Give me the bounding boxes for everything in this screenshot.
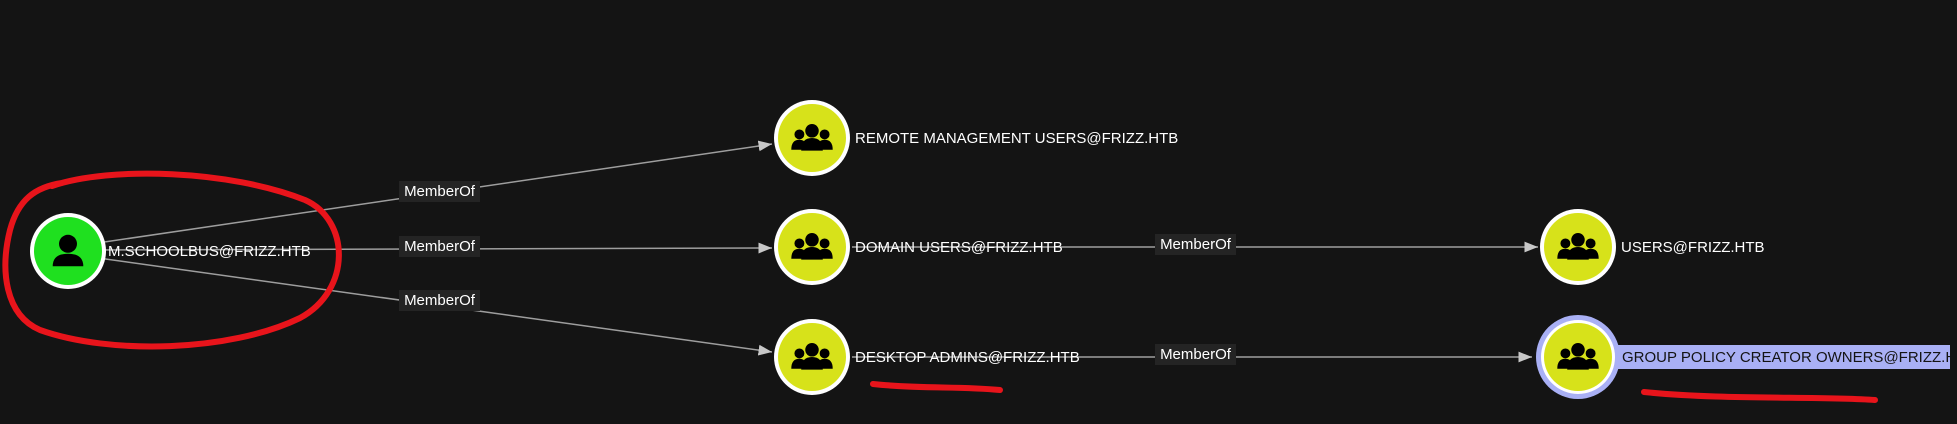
edge-label-domain-users-to-users[interactable]: MemberOf [1155, 234, 1236, 255]
node-label: M.SCHOOLBUS@FRIZZ.HTB [108, 243, 311, 260]
node-group-desktop-admins[interactable]: DESKTOP ADMINS@FRIZZ.HTB [774, 319, 1080, 395]
annotation-circle [2, 170, 342, 350]
edge-label-user-to-desktop-admins[interactable]: MemberOf [399, 290, 480, 311]
edge-label-text: MemberOf [404, 292, 476, 309]
node-group-domain-users[interactable]: DOMAIN USERS@FRIZZ.HTB [774, 209, 1063, 285]
node-label: GROUP POLICY CREATOR OWNERS@FRIZZ.HTB [1622, 349, 1957, 366]
node-user-m-schoolbus[interactable]: M.SCHOOLBUS@FRIZZ.HTB [30, 213, 311, 289]
selected-label-highlight [1618, 345, 1950, 369]
edge-label-desktop-admins-to-group-policy-creator-owners[interactable]: MemberOf [1155, 344, 1236, 365]
edge-label-text: MemberOf [1160, 236, 1232, 253]
node-label: USERS@FRIZZ.HTB [1621, 239, 1765, 256]
node-group-remote-management-users[interactable]: REMOTE MANAGEMENT USERS@FRIZZ.HTB [774, 100, 1178, 176]
edge-label-user-to-domain-users[interactable]: MemberOf [399, 236, 480, 257]
node-group-users[interactable]: USERS@FRIZZ.HTB [1540, 209, 1765, 285]
node-label: DESKTOP ADMINS@FRIZZ.HTB [855, 349, 1080, 366]
node-label: DOMAIN USERS@FRIZZ.HTB [855, 239, 1063, 256]
annotation-underline-desktop-admins [870, 381, 1003, 393]
edge-label-user-to-remote-management-users[interactable]: MemberOf [399, 181, 480, 202]
edge-label-text: MemberOf [404, 183, 476, 200]
edge-labels-layer: MemberOf MemberOf MemberOf MemberOf Memb… [399, 181, 1236, 365]
node-group-policy-creator-owners[interactable]: GROUP POLICY CREATOR OWNERS@FRIZZ.HTB [1536, 315, 1957, 399]
edge-label-text: MemberOf [1160, 346, 1232, 363]
annotation-underline-group-policy-creator-owners [1641, 389, 1878, 403]
node-label: REMOTE MANAGEMENT USERS@FRIZZ.HTB [855, 130, 1178, 147]
edge-label-text: MemberOf [404, 238, 476, 255]
nodes-layer: M.SCHOOLBUS@FRIZZ.HTB REMOTE MANAGEMENT … [30, 100, 1957, 399]
annotation-layer [2, 170, 1878, 403]
